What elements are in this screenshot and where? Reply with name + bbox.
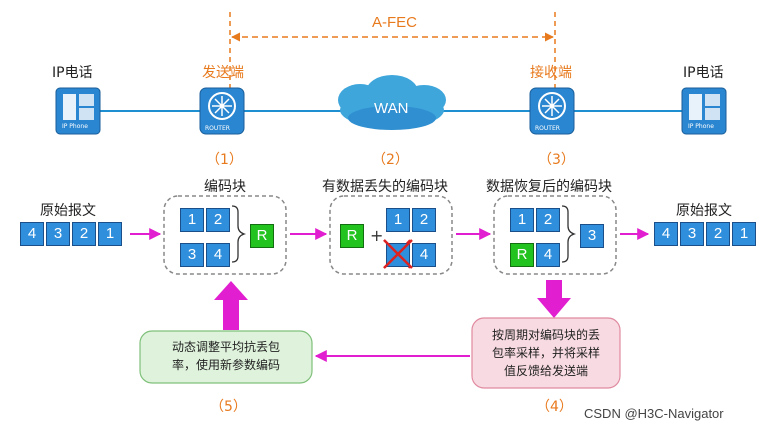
step-5-label: （5） (210, 399, 247, 415)
ip-phone-left-caption: IP Phone (62, 123, 88, 130)
recovered-cell: R (510, 243, 534, 267)
packet-cell: 3 (680, 222, 704, 246)
router-sender-caption: ROUTER (205, 125, 230, 132)
encoded-block-frame (163, 195, 287, 275)
packet-cell: 1 (386, 208, 410, 232)
router-receiver-caption: ROUTER (535, 125, 560, 132)
packet-cell: 2 (412, 208, 436, 232)
note-sample-line-3: 值反馈给发送端 (503, 364, 588, 378)
redundancy-cell: R (340, 224, 364, 248)
wan-label: WAN (374, 100, 409, 117)
ip-phone-right-icon (681, 87, 727, 135)
packet-cell: 2 (706, 222, 730, 246)
encoded-block-title: 编码块 (204, 179, 246, 195)
note-adjust-line-2: 率，使用新参数编码 (171, 358, 280, 372)
note-adjust-box (139, 330, 313, 384)
lossy-block-frame (329, 195, 453, 275)
watermark: CSDN @H3C-Navigator (584, 406, 724, 421)
ip-phone-left-icon (55, 87, 101, 135)
step-3-label: （3） (538, 152, 575, 168)
recovered-brace (561, 205, 577, 263)
note-adjust: 动态调整平均抗丢包 率，使用新参数编码 (142, 338, 310, 374)
ip-phone-right-label: IP电话 (683, 65, 724, 81)
packet-cell: 2 (72, 222, 96, 246)
afec-label: A-FEC (372, 14, 417, 31)
plus-sign: + (370, 226, 384, 245)
encoded-brace (231, 205, 247, 263)
recovered-block-frame (493, 195, 617, 275)
router-sender-icon (199, 87, 245, 135)
note-adjust-line-1: 动态调整平均抗丢包 (171, 340, 280, 354)
step-1-label: （1） (206, 152, 243, 168)
lossy-block-title: 有数据丢失的编码块 (322, 179, 448, 195)
packet-cell: 4 (654, 222, 678, 246)
arrow-down-to-sampler (537, 280, 571, 318)
original-packets-left-title: 原始报文 (40, 203, 96, 219)
recovered-block-title: 数据恢复后的编码块 (486, 179, 612, 195)
ip-phone-left-label: IP电话 (52, 65, 93, 81)
router-receiver-icon (529, 87, 575, 135)
lost-packet-cell (386, 243, 410, 267)
packet-cell: 1 (732, 222, 756, 246)
original-packets-right-title: 原始报文 (676, 203, 732, 219)
packet-cell: 1 (98, 222, 122, 246)
packet-cell: 3 (180, 243, 204, 267)
packet-cell: 4 (206, 243, 230, 267)
step-2-label: （2） (372, 152, 409, 168)
redundancy-cell: R (250, 224, 274, 248)
note-sample-box (471, 317, 621, 389)
packet-cell: 3 (46, 222, 70, 246)
ip-phone-right-caption: IP Phone (688, 123, 714, 130)
packet-cell: 2 (536, 208, 560, 232)
step-4-label: （4） (536, 399, 573, 415)
note-sample: 按周期对编码块的丢 包率采样，并将采样 值反馈给发送端 (474, 326, 618, 380)
packet-cell: 4 (536, 243, 560, 267)
packet-cell: 4 (412, 243, 436, 267)
packet-cell: 3 (580, 224, 604, 248)
packet-cell: 1 (510, 208, 534, 232)
packet-cell: 2 (206, 208, 230, 232)
wan-cloud (338, 75, 446, 130)
packet-cell: 4 (20, 222, 44, 246)
note-sample-line-2: 包率采样，并将采样 (491, 346, 600, 360)
note-sample-line-1: 按周期对编码块的丢 (491, 328, 600, 342)
receiver-label: 接收端 (530, 65, 572, 81)
arrow-up-to-encoder (214, 281, 248, 330)
sender-label: 发送端 (202, 65, 244, 81)
packet-cell: 1 (180, 208, 204, 232)
